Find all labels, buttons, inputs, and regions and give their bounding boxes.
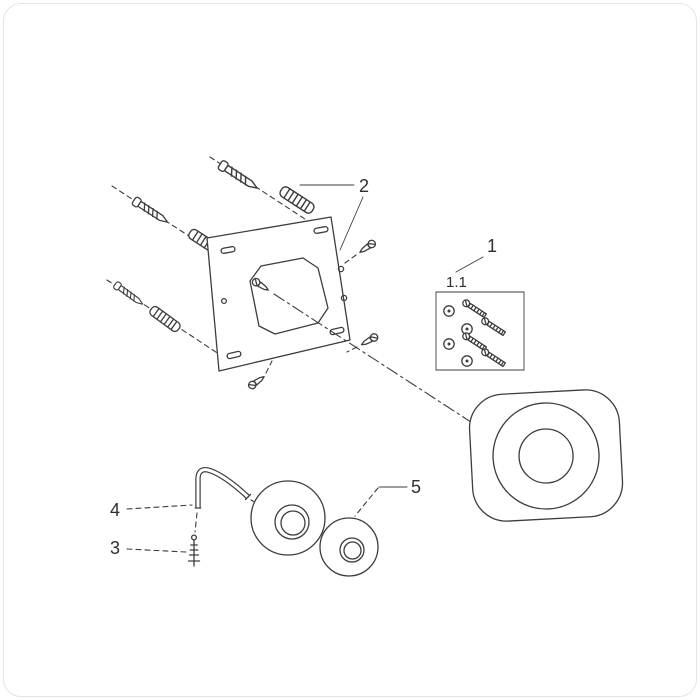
frame-screw-center [250,276,271,294]
frame-screw-right-top [357,238,378,256]
flush-pipe-core [196,468,250,508]
escutcheon-large [250,480,326,556]
frame-slot-bottom-left [226,350,242,360]
wall-screw-2 [130,195,171,227]
callout-5: 5 [354,477,421,517]
callout-1: 1 1.1 [446,236,497,291]
callout-5-leader-b [354,487,379,517]
escutcheon-group [250,480,379,577]
callout-3: 3 [110,538,187,558]
flush-plate-body [468,389,624,522]
flush-plate-ring-outer [492,402,600,510]
injector-tip [190,534,198,541]
escutcheon-small [319,517,379,577]
mounting-frame-plate [206,216,351,372]
label-part-5: 5 [411,477,421,497]
callout-4: 4 [110,500,193,520]
plate-screw-4 [479,346,507,369]
wall-plug-1 [277,184,317,216]
washer-1 [443,305,455,317]
label-part-1-1: 1.1 [446,274,467,291]
parts-box-outline [435,291,525,371]
frame-slot-top-right [313,225,329,235]
frame-hole-right-1 [337,265,345,273]
frame-screw-right-bottom [359,331,380,349]
frame-slot-bottom-right [329,326,345,336]
wall-screw-1 [216,159,261,194]
mounting-frame [206,216,351,372]
flush-plate-ring-inner [518,428,574,484]
plate-screw-3 [460,330,488,353]
washer-4 [461,355,473,367]
label-part-3: 3 [110,538,120,558]
frame-hole-right-2 [340,294,348,302]
callout-3-leader [126,548,187,553]
centerline-frame-to-plate [273,293,475,425]
callout-1-leader [455,256,484,273]
flush-plate [468,389,624,522]
frame-screw-dash-1 [344,254,357,264]
frame-screw-dash-2 [346,346,358,353]
callout-2: 2 [299,176,369,251]
wall-plug-3 [147,304,183,334]
callout-4-leader [126,504,193,510]
frame-hole-left [220,297,228,305]
plate-screw-2 [479,315,507,338]
flush-pipe-end-cap-2 [244,493,252,501]
parts-box-1-1 [435,291,525,371]
label-part-2: 2 [359,176,369,196]
label-part-4: 4 [110,500,120,520]
frame-screw-dash-3 [265,360,273,374]
anchor-axis-3 [106,279,238,367]
frame-screw-bottom [246,373,267,391]
frame-slot-top-left [220,245,236,255]
plate-screw-1 [460,297,488,320]
frame-screws [246,238,380,391]
washer-3 [443,338,455,350]
label-part-1: 1 [487,236,497,256]
flush-pipe-dash [194,512,198,533]
injector-nozzle [187,534,201,567]
callout-2-leader-b [339,196,364,251]
wall-screw-3 [112,280,146,308]
